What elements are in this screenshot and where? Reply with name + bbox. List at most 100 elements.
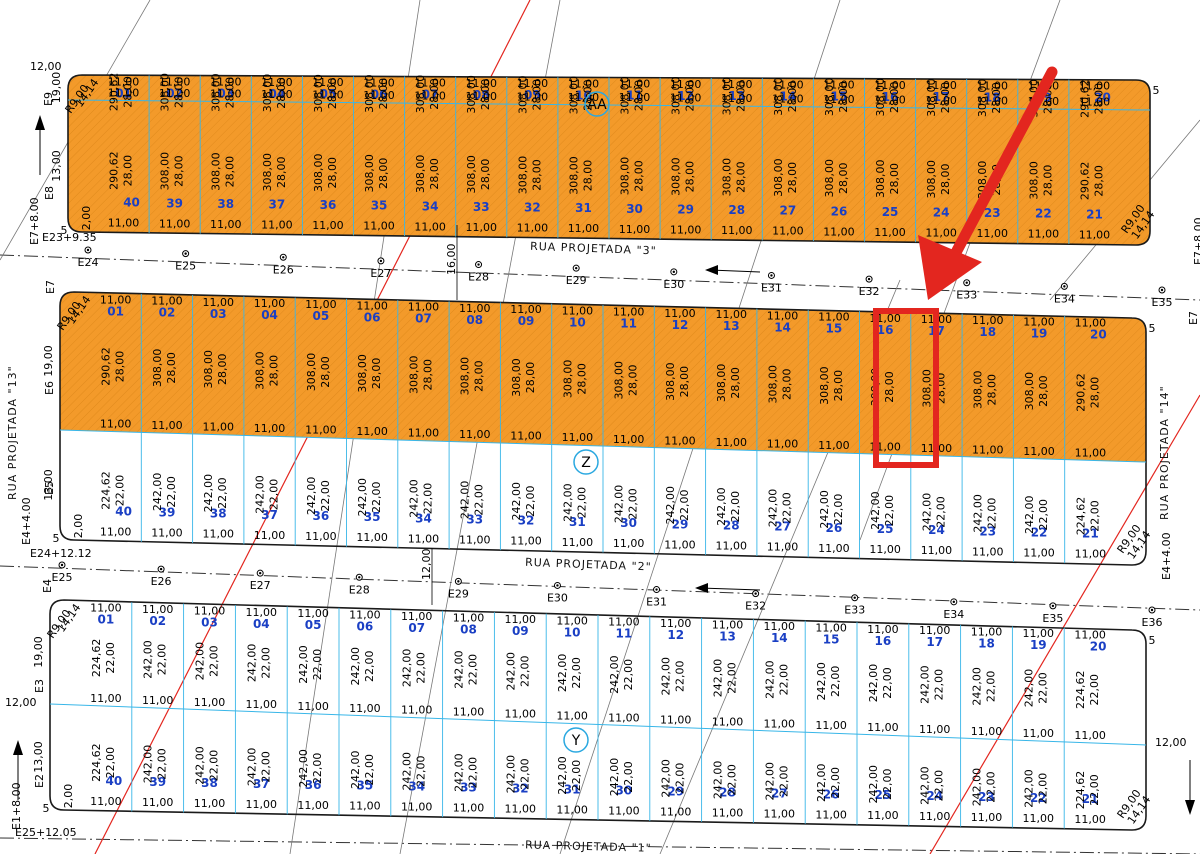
lot-number-AA-bottom: 32 bbox=[524, 201, 541, 215]
lot-width-Z-bottom: 11,00 bbox=[254, 529, 286, 542]
station-label-rua-2: E36 bbox=[1142, 616, 1163, 629]
lot-depth-AA-bottom: 28,00 bbox=[173, 155, 186, 187]
lot-width-Z-mid: 11,00 bbox=[408, 427, 440, 440]
lot-width-Z-bottom: 11,00 bbox=[305, 530, 337, 543]
block-label-Z: Z bbox=[573, 449, 599, 475]
lot-width-Z-mid: 11,00 bbox=[459, 428, 491, 441]
lot-number-Z-top: 02 bbox=[159, 306, 176, 320]
lot-area-Z-top: 308,00 bbox=[715, 364, 728, 403]
lot-width-Z-bottom: 11,00 bbox=[716, 539, 748, 552]
lot-number-Z-top: 15 bbox=[825, 322, 842, 336]
lot-depth-Z-top: 28,00 bbox=[524, 362, 537, 394]
lot-number-AA-bottom: 31 bbox=[575, 201, 592, 215]
lot-depth-Y-top: 22,00 bbox=[1088, 674, 1101, 706]
lot-depth-Y-top: 22,00 bbox=[777, 664, 790, 696]
lot-width-Z-top: 11,00 bbox=[459, 302, 491, 315]
lot-width-Y-mid: 11,00 bbox=[297, 700, 329, 713]
street-label-rua-14: RUA PROJETADA "14" bbox=[1158, 385, 1171, 520]
lot-width-Z-top: 11,00 bbox=[664, 307, 696, 320]
lot-width-AA-bottom: 11,00 bbox=[977, 227, 1009, 240]
lot-area-AA-bottom: 308,00 bbox=[1027, 161, 1040, 200]
lot-width-AA-top: 11,00 bbox=[619, 78, 651, 91]
lot-depth-AA-bottom: 28,00 bbox=[530, 159, 543, 191]
lot-area-Z-bottom: 242,00 bbox=[407, 479, 420, 518]
station-marker-dot-rua-2 bbox=[1051, 604, 1055, 608]
lot-area-AA-bottom: 308,00 bbox=[159, 152, 172, 191]
lot-area-Y-top: 242,00 bbox=[349, 647, 362, 686]
lot-width-AA-top: 11,00 bbox=[261, 76, 293, 89]
street-label-rua-1: RUA PROJETADA "1" bbox=[525, 838, 652, 854]
lot-number-Y-bottom: 27 bbox=[771, 786, 788, 800]
lot-area-AA-bottom: 308,00 bbox=[721, 158, 734, 197]
lot-width-Z-bottom: 11,00 bbox=[408, 532, 440, 545]
station-left-E23-9: E23+9.35 bbox=[42, 231, 97, 244]
lot-width-Z-mid: 11,00 bbox=[664, 434, 696, 447]
lot-depth-Z-bottom: 22,00 bbox=[729, 491, 742, 523]
lot-depth-AA-top: 28,00 bbox=[684, 80, 697, 112]
block-Z-outline bbox=[59, 291, 1147, 566]
lot-area-Y-top: 224,62 bbox=[1074, 670, 1087, 709]
lot-area-AA-top: 308,00 bbox=[261, 74, 274, 113]
lot-depth-Y-top: 22,00 bbox=[985, 671, 998, 703]
lot-width-Z-bottom: 11,00 bbox=[972, 545, 1004, 558]
lot-area-Z-top: 308,00 bbox=[972, 371, 985, 410]
lot-area-Z-top: 308,00 bbox=[305, 353, 318, 392]
lot-area-Y-bottom: 242,00 bbox=[919, 766, 932, 805]
lot-depth-AA-top: 28,00 bbox=[326, 78, 339, 110]
lot-number-AA-top: 12 bbox=[677, 89, 694, 103]
lot-number-AA-bottom: 25 bbox=[882, 205, 899, 219]
lot-area-Z-bottom: 242,00 bbox=[561, 483, 574, 522]
lot-width-AA-top: 11,00 bbox=[414, 77, 446, 90]
lot-width-Y-bottom: 11,00 bbox=[815, 808, 847, 821]
station-label-rua-3: E27 bbox=[370, 267, 391, 280]
lot-depth-Y-top: 22,00 bbox=[259, 647, 272, 679]
lot-number-AA-bottom: 22 bbox=[1035, 207, 1052, 221]
lot-depth-Z-bottom: 22,00 bbox=[678, 490, 691, 522]
lot-depth-Y-bottom: 22,00 bbox=[467, 757, 480, 789]
lot-depth-Z-bottom: 22,00 bbox=[934, 496, 947, 528]
lot-width-Z-bottom: 11,00 bbox=[613, 537, 645, 550]
lot-area-Z-bottom: 242,00 bbox=[254, 475, 267, 514]
lot-area-Z-top: 308,00 bbox=[561, 360, 574, 399]
lot-width-Y-mid: 11,00 bbox=[1074, 729, 1106, 742]
lot-width-Z-mid: 11,00 bbox=[972, 443, 1004, 456]
lot-width-AA-mid: 11,00 bbox=[977, 95, 1009, 108]
lot-width-Z-mid: 11,00 bbox=[562, 431, 594, 444]
lot-area-Y-top: 224,62 bbox=[90, 639, 103, 678]
lot-width-AA-mid: 11,00 bbox=[312, 88, 344, 101]
station-marker-dot-rua-2 bbox=[457, 580, 460, 583]
lot-number-AA-top: 13 bbox=[728, 89, 745, 103]
lot-width-Z-bottom: 11,00 bbox=[1075, 548, 1107, 561]
lot-area-Z-top: 308,00 bbox=[767, 365, 780, 404]
lot-number-Y-bottom: 24 bbox=[926, 789, 943, 803]
lot-width-AA-bottom: 11,00 bbox=[466, 221, 498, 234]
station-marker-dot-rua-3 bbox=[770, 274, 773, 277]
lot-number-Z-bottom: 39 bbox=[159, 505, 176, 519]
lot-width-Z-mid: 11,00 bbox=[767, 437, 799, 450]
lot-width-Z-mid: 11,00 bbox=[1023, 445, 1055, 458]
lot-number-Y-top: 12 bbox=[667, 628, 684, 642]
station-label-rua-3: E25 bbox=[175, 260, 196, 273]
lot-number-AA-top: 20 bbox=[1094, 91, 1111, 105]
lot-width-Z-bottom: 11,00 bbox=[151, 526, 183, 539]
lot-depth-AA-top: 28,00 bbox=[837, 81, 850, 113]
direction-arrow-down-right bbox=[1185, 760, 1195, 815]
lot-number-AA-bottom: 29 bbox=[677, 202, 694, 216]
lot-number-Y-top: 08 bbox=[460, 622, 477, 636]
edge-5-Z: 5 bbox=[53, 532, 60, 545]
lot-width-AA-mid: 11,00 bbox=[261, 88, 293, 101]
lot-area-Y-bottom: 242,00 bbox=[556, 756, 569, 795]
lot-depth-Y-bottom: 22,00 bbox=[156, 748, 169, 780]
lot-area-Y-top: 242,00 bbox=[297, 645, 310, 684]
lot-area-AA-bottom: 308,00 bbox=[925, 160, 938, 199]
station-left-E8: E8 bbox=[43, 186, 56, 200]
lot-width-Y-mid: 11,00 bbox=[453, 706, 485, 719]
street-rua-1-area bbox=[0, 837, 1200, 854]
lot-width-Z-bottom: 11,00 bbox=[767, 541, 799, 554]
lot-width-AA-bottom: 11,00 bbox=[1028, 228, 1060, 241]
lot-number-AA-top: 10 bbox=[575, 88, 592, 102]
lot-area-Z-bottom: 242,00 bbox=[715, 487, 728, 526]
lot-depth-AA-top: 28,00 bbox=[224, 77, 237, 109]
lot-width-Y-mid: 11,00 bbox=[401, 704, 433, 717]
lot-number-AA-top: 15 bbox=[831, 90, 848, 104]
